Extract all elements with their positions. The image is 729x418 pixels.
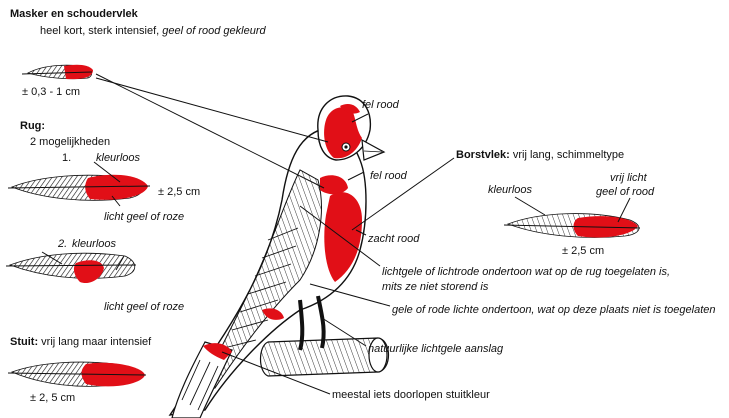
borstvlek-description: vrij lang, schimmeltype bbox=[510, 149, 624, 161]
label-natuurlijke: natuurlijke lichtgele aanslag bbox=[368, 343, 503, 356]
borstvlek-vrij-licht: vrij licht bbox=[610, 172, 647, 185]
masker-description-plain: heel kort, sterk intensief, bbox=[40, 25, 162, 37]
feather-rug-1 bbox=[8, 162, 150, 206]
label-meestal: meestal iets doorlopen stuitkleur bbox=[332, 389, 490, 402]
feather-rug-2 bbox=[6, 252, 136, 283]
masker-size: ± 0,3 - 1 cm bbox=[22, 86, 80, 99]
masker-description-italic: geel of rood gekleurd bbox=[162, 25, 265, 37]
rug-option-1-size: ± 2,5 cm bbox=[158, 186, 200, 199]
borstvlek-heading: Borstvlek: vrij lang, schimmeltype bbox=[456, 149, 624, 162]
rug-option-2-number: 2. bbox=[58, 238, 67, 251]
rug-option-1-label: kleurloos bbox=[96, 152, 140, 165]
label-lichtgele-line-1: lichtgele of lichtrode ondertoon wat op … bbox=[382, 266, 670, 279]
rug-title: Rug: bbox=[20, 120, 45, 133]
rug-option-2-note: licht geel of roze bbox=[104, 301, 184, 314]
borstvlek-size: ± 2,5 cm bbox=[562, 245, 604, 258]
label-fel-rood-head: fel rood bbox=[362, 99, 399, 112]
label-lichtgele-line-2: mits ze niet storend is bbox=[382, 281, 488, 294]
feather-borstvlek bbox=[504, 197, 640, 238]
stuit-description: vrij lang maar intensief bbox=[38, 336, 151, 348]
masker-title: Masker en schoudervlek bbox=[10, 8, 138, 21]
stuit-heading: Stuit: vrij lang maar intensief bbox=[10, 336, 151, 349]
rug-option-2-label: kleurloos bbox=[72, 238, 116, 251]
label-gele-rode: gele of rode lichte ondertoon, wat op de… bbox=[392, 304, 716, 317]
feather-stuit bbox=[8, 362, 146, 386]
rug-option-1-number: 1. bbox=[62, 152, 71, 165]
rug-option-1-note: licht geel of roze bbox=[104, 211, 184, 224]
label-fel-rood-shoulder: fel rood bbox=[370, 170, 407, 183]
rug-options: 2 mogelijkheden bbox=[30, 136, 110, 149]
stuit-size: ± 2, 5 cm bbox=[30, 392, 75, 405]
masker-description: heel kort, sterk intensief, geel of rood… bbox=[40, 25, 266, 38]
borstvlek-title: Borstvlek: bbox=[456, 149, 510, 161]
feather-masker bbox=[22, 65, 93, 79]
borstvlek-kleurloos: kleurloos bbox=[488, 184, 532, 197]
bird-illustration bbox=[170, 96, 389, 418]
stuit-title: Stuit: bbox=[10, 336, 38, 348]
borstvlek-geel-of-rood: geel of rood bbox=[596, 186, 654, 199]
label-zacht-rood: zacht rood bbox=[368, 233, 419, 246]
